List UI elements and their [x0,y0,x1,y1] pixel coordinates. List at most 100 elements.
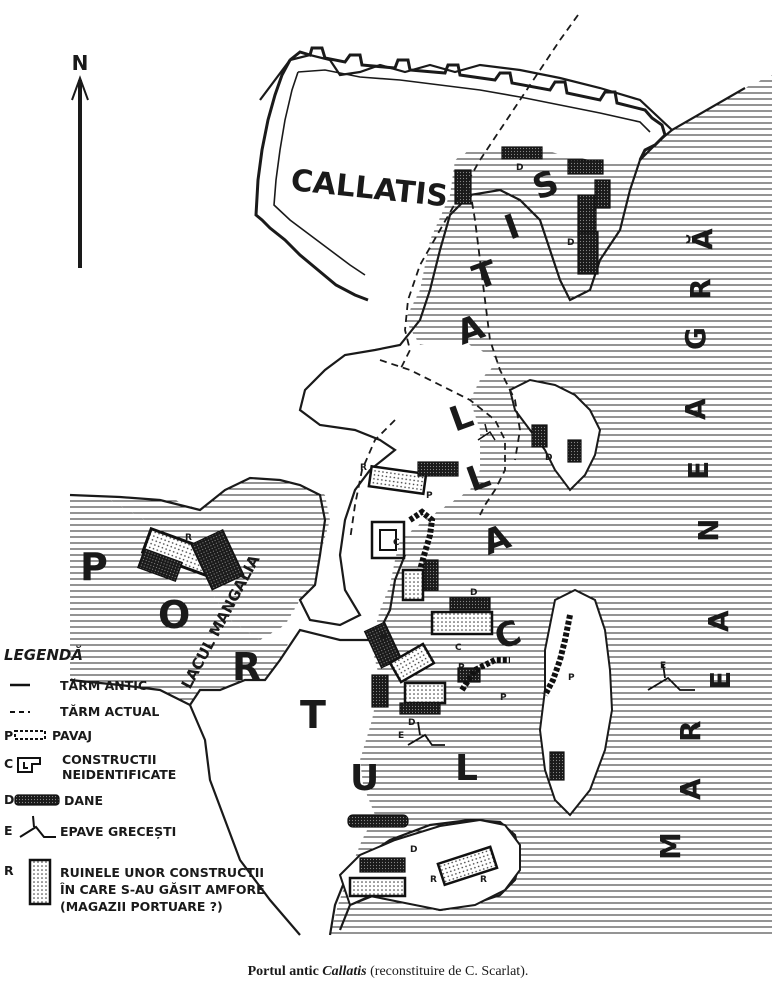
north-label: N [72,51,89,75]
quay-north-4 [577,231,599,275]
marker-p-1: P [426,491,433,501]
quay-islet-2 [567,439,582,463]
modern-shore-line [399,14,579,371]
marker-d-1: D [516,163,523,173]
sea-letter-5: A [702,610,735,632]
quay-central-5 [399,702,441,715]
quay-central-2 [423,559,439,591]
ancient-shore-line-2 [69,129,673,627]
legend-title: LEGENDĂ [4,645,83,664]
shipwreck-icon [647,663,695,691]
caption-part-3: (reconstituire de C. Scarlat). [366,964,529,979]
legend-key-d: D [4,792,14,807]
marker-r-1: R [360,463,367,473]
marker-d-4: D [408,718,415,728]
ancient-shore-line [259,53,746,132]
sea-letter-12: Ă [685,228,719,250]
ruins-central-5 [403,681,447,705]
construction-1 [370,520,406,560]
callatis-walls [254,46,667,302]
legend-label-ancient-shore: TĂRM ANTIC [60,678,147,693]
city-label: CALLATIS [289,163,449,214]
port-letter-2: O [158,593,190,637]
ruins-south-1 [348,876,407,898]
marker-d-5: D [410,845,417,855]
quay-north-2 [567,159,604,175]
legend-label-modern-shore: TĂRM ACTUAL [60,704,159,719]
port-letter-3: R [232,645,261,689]
quay-lake-2 [137,547,183,583]
quay-north-3 [577,194,597,236]
pavement-central-1 [408,508,436,571]
marker-p-4: P [458,663,465,673]
legend-label-pavement: PAVAJ [52,728,92,743]
legend-label-ruins-3: (MAGAZII PORTUARE ?) [60,899,223,914]
marker-r-2: R [185,533,192,543]
marker-e-1: E [398,731,404,741]
shipwreck-icon [477,423,496,441]
ancient-shore-line-3 [69,554,407,707]
callatis-inner-wall [273,69,651,276]
marker-p-3: P [568,673,575,683]
construction-1-inner [379,529,397,551]
quay-central-7 [371,674,389,708]
ruins-south-2 [436,845,499,887]
legend-ruins-symbol [28,858,52,906]
portul-letter-6: L [455,748,478,789]
legend-key-r: R [4,863,14,878]
legend-key-c: C [4,756,13,771]
ruins-central-4 [388,642,436,684]
sea-letter-7: N [692,519,725,542]
sea-letter-4: E [704,671,737,690]
marker-r-4: R [430,875,437,885]
legend-label-ruins-2: ÎN CARE S-AU GĂSIT AMFORE [60,882,265,897]
marker-d-2: D [567,238,574,248]
legend-key-e: E [4,823,13,838]
marker-c-2: C [455,643,462,653]
port-letter-4: T [300,693,326,737]
sea-letter-1: M [654,832,687,860]
legend-quay-symbol [14,794,60,806]
black-sea-water [330,75,772,935]
ruins-central-3 [430,610,494,636]
quay-lake-1 [190,528,245,591]
legend-label-construction-1: CONSTRUCTII [62,752,157,767]
caption-part-1: Portul antic [247,964,323,979]
modern-shore-line-4 [349,419,396,541]
legend-label-quay: DANE [64,793,103,808]
port-basin-water [205,630,380,935]
marker-r-5: R [380,633,387,643]
legend-ship-icon [19,815,56,838]
modern-shore-line-2 [379,359,506,516]
quay-north-1 [501,146,543,160]
sea-letter-11: R [684,278,717,300]
ancient-shore-line-4 [188,704,301,936]
quay-central-1 [417,461,459,477]
quay-islet-3 [549,751,565,781]
sea-letter-3: R [674,720,707,742]
quay-central-6 [457,667,481,683]
legend: LEGENDĂ TĂRM ANTIC TĂRM ACTUAL P PAVAJ C… [4,645,265,914]
ruins-central-2 [401,568,425,602]
quay-islet-1 [531,424,548,448]
legend-label-construction-2: NEIDENTIFICATE [62,767,176,782]
marker-d-6: D [470,588,477,598]
marker-d-3: D [545,453,552,463]
quay-central-3 [449,597,491,611]
legend-label-ruins-1: RUINELE UNOR CONSTRUCTII [60,865,264,880]
sea-letter-8: E [682,461,715,480]
marker-r-3: R [480,875,487,885]
shipwreck-icon [407,721,445,746]
figure-caption: Portul antic Callatis (reconstituire de … [0,964,776,980]
legend-construction-symbol [17,757,41,773]
legend-label-wrecks: EPAVE GRECEȘTI [60,824,176,839]
lake-water [70,498,290,705]
port-letter-1: P [80,545,108,589]
sea-letter-9: A [679,398,712,420]
pavement-islet [542,614,573,697]
sea-letter-10: G [679,327,712,350]
quay-north-6 [594,179,611,209]
portul-letter-5: U [350,758,379,799]
legend-key-p: P [4,728,13,743]
caption-part-2: Callatis [322,964,367,979]
